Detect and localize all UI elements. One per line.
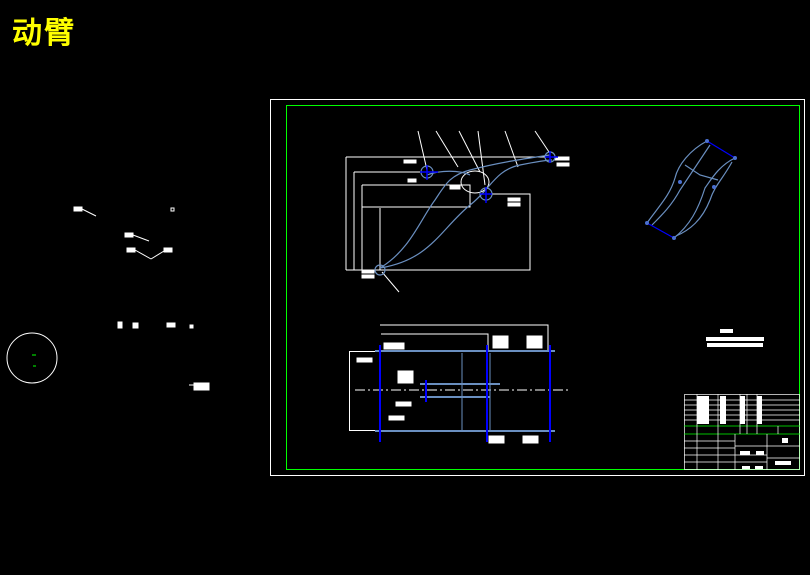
technical-requirements [706,329,764,347]
isometric-view [645,139,737,240]
top-view [349,324,570,444]
drawing-border [286,105,800,470]
front-view [345,130,570,293]
stray-annotations [73,206,210,391]
drawing-title: 动臂 [12,16,76,51]
sheet-frame [270,99,805,476]
circle-view [6,332,58,384]
title-block [684,394,800,470]
